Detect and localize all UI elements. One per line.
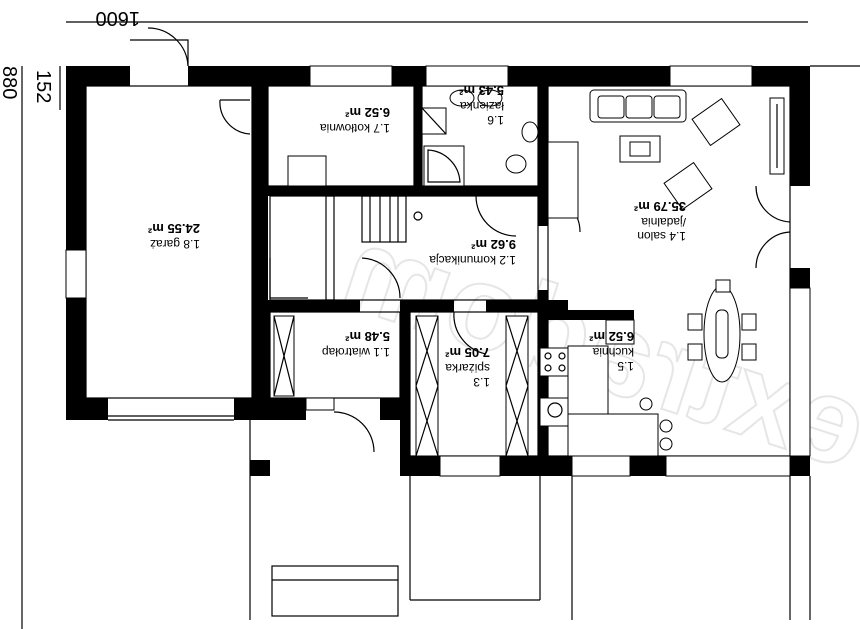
room-wiatrolap: 1.1 wiatrołap 5.48 m²: [322, 329, 390, 359]
room-kotlownia: 1.7 kotłownia 6.52 m²: [320, 105, 390, 135]
room-spizarka-label-line2: spiżarka: [445, 361, 490, 375]
dimension-lines: [21, 21, 808, 629]
bathroom-fixtures: [421, 89, 539, 187]
svg-text:5.48 m²: 5.48 m²: [345, 329, 390, 344]
dimension-top: 1600: [96, 7, 141, 29]
staircase: [325, 195, 423, 301]
svg-text:6.52 m²: 6.52 m²: [589, 329, 634, 344]
boiler: [287, 155, 327, 187]
svg-text:1.3: 1.3: [473, 375, 490, 389]
svg-text:152: 152: [32, 70, 54, 103]
svg-text:24.55 m²: 24.55 m²: [147, 221, 200, 236]
kitchen-fixtures: [539, 319, 673, 457]
room-labels: 1.8 garaż 24.55 m² 1.7 kotłownia 6.52 m²…: [147, 83, 686, 389]
svg-text:880: 880: [0, 66, 20, 99]
room-salon-label-line2: /jadalnia: [641, 215, 686, 229]
walls: [66, 66, 810, 476]
dimension-left-inner: 152: [32, 70, 54, 103]
closets: [273, 315, 529, 457]
svg-text:1.4 salon: 1.4 salon: [637, 229, 686, 243]
svg-text:1.5: 1.5: [617, 359, 634, 373]
thin-lines: [65, 65, 860, 620]
svg-text:1.7 kotłownia: 1.7 kotłownia: [320, 121, 390, 135]
svg-text:1.1 wiatrołap: 1.1 wiatrołap: [322, 345, 390, 359]
svg-text:7.05 m²: 7.05 m²: [445, 345, 490, 360]
svg-text:1.8 garaż: 1.8 garaż: [150, 237, 200, 251]
room-lazienka-label-line2: łazienka: [460, 99, 504, 113]
svg-text:1600: 1600: [96, 7, 141, 29]
room-kuchnia-label-line2: kuchnia: [592, 345, 634, 359]
svg-text:5.43 m²: 5.43 m²: [459, 83, 504, 98]
doors: [130, 27, 791, 453]
svg-text:9.62 m²: 9.62 m²: [471, 237, 516, 252]
living-room-furniture: [547, 89, 785, 383]
dimension-left-outer: 880: [0, 66, 20, 99]
svg-text:6.52 m²: 6.52 m²: [345, 105, 390, 120]
room-kuchnia: 1.5 6.52 m² kuchnia: [589, 329, 634, 373]
svg-text:35.79 m²: 35.79 m²: [633, 199, 686, 214]
room-spizarka: 1.3 7.05 m² spiżarka: [445, 345, 490, 389]
room-salon: 1.4 salon 35.79 m² /jadalnia: [633, 199, 686, 243]
room-komunikacja: 1.2 komunikacja 9.62 m²: [429, 237, 516, 267]
room-garaz: 1.8 garaż 24.55 m²: [147, 221, 200, 251]
svg-text:1.6: 1.6: [487, 113, 504, 127]
svg-text:1.2 komunikacja: 1.2 komunikacja: [429, 253, 516, 267]
room-lazienka: 1.6 5.43 m² łazienka: [459, 83, 504, 127]
